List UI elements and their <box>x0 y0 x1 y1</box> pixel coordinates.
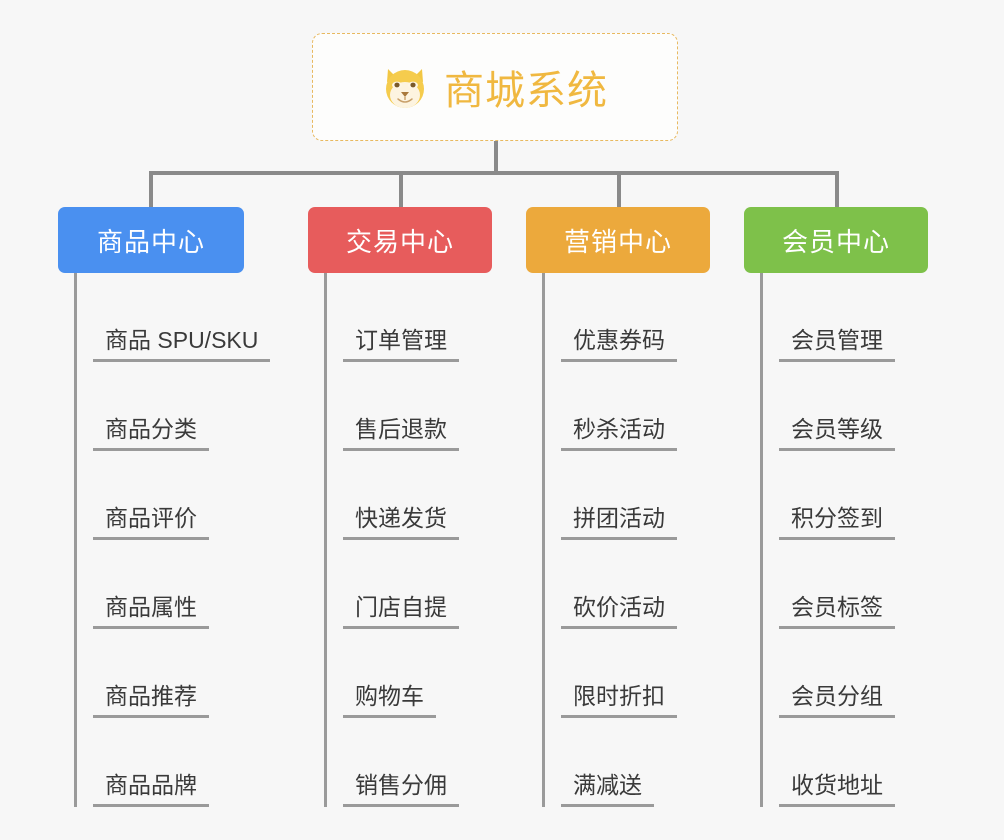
connector-horizontal-bus <box>149 171 839 175</box>
leaf-item[interactable]: 会员管理 <box>779 273 930 362</box>
leaf-item[interactable]: 限时折扣 <box>561 629 712 718</box>
leaf-label: 商品 SPU/SKU <box>93 327 271 362</box>
leaf-label: 订单管理 <box>343 327 459 362</box>
leaf-label: 销售分佣 <box>343 772 459 807</box>
leaf-item[interactable]: 售后退款 <box>343 362 494 451</box>
leaf-label: 售后退款 <box>343 416 459 451</box>
leaf-rail-trade-center: 订单管理 售后退款 快递发货 门店自提 购物车 销售分佣 <box>324 273 494 807</box>
category-header-product-center[interactable]: 商品中心 <box>58 207 244 273</box>
leaf-label: 商品品牌 <box>93 772 209 807</box>
leaf-item[interactable]: 商品 SPU/SKU <box>93 273 271 362</box>
leaf-label: 商品属性 <box>93 594 209 629</box>
leaf-item[interactable]: 购物车 <box>343 629 494 718</box>
leaf-label: 快递发货 <box>343 505 459 540</box>
leaf-label: 会员分组 <box>779 683 895 718</box>
category-header-member-center[interactable]: 会员中心 <box>744 207 928 273</box>
leaf-item[interactable]: 商品评价 <box>93 451 248 540</box>
leaf-item[interactable]: 积分签到 <box>779 451 930 540</box>
leaf-item[interactable]: 会员分组 <box>779 629 930 718</box>
leaf-item[interactable]: 门店自提 <box>343 540 494 629</box>
connector-drop-trade <box>399 171 403 209</box>
leaf-label: 限时折扣 <box>561 683 677 718</box>
leaf-item[interactable]: 商品推荐 <box>93 629 248 718</box>
leaf-label: 商品分类 <box>93 416 209 451</box>
leaf-rail-member-center: 会员管理 会员等级 积分签到 会员标签 会员分组 收货地址 <box>760 273 930 807</box>
leaf-label: 门店自提 <box>343 594 459 629</box>
leaf-rail-marketing-center: 优惠券码 秒杀活动 拼团活动 砍价活动 限时折扣 满减送 <box>542 273 712 807</box>
category-title: 会员中心 <box>781 226 890 257</box>
leaf-label: 购物车 <box>343 683 436 718</box>
category-header-marketing-center[interactable]: 营销中心 <box>526 207 710 273</box>
category-title: 商品中心 <box>96 226 205 257</box>
leaf-label: 拼团活动 <box>561 505 677 540</box>
leaf-item[interactable]: 商品属性 <box>93 540 248 629</box>
leaf-label: 优惠券码 <box>561 327 677 362</box>
connector-root-stub <box>494 141 498 173</box>
connector-drop-member <box>835 171 839 209</box>
leaf-item[interactable]: 商品品牌 <box>93 718 248 807</box>
leaf-item[interactable]: 会员等级 <box>779 362 930 451</box>
root-node[interactable]: 商城系统 <box>312 33 678 141</box>
leaf-label: 商品评价 <box>93 505 209 540</box>
leaf-label: 积分签到 <box>779 505 895 540</box>
leaf-label: 会员标签 <box>779 594 895 629</box>
branch-trade-center: 交易中心 订单管理 售后退款 快递发货 门店自提 购物车 销售分佣 <box>308 207 494 807</box>
root-title: 商城系统 <box>444 69 608 113</box>
dog-face-icon <box>382 63 430 111</box>
leaf-label: 收货地址 <box>779 772 895 807</box>
leaf-label: 秒杀活动 <box>561 416 677 451</box>
leaf-item[interactable]: 销售分佣 <box>343 718 494 807</box>
leaf-item[interactable]: 秒杀活动 <box>561 362 712 451</box>
leaf-label: 砍价活动 <box>561 594 677 629</box>
leaf-item[interactable]: 优惠券码 <box>561 273 712 362</box>
leaf-item[interactable]: 满减送 <box>561 718 712 807</box>
leaf-label: 满减送 <box>561 772 654 807</box>
leaf-item[interactable]: 订单管理 <box>343 273 494 362</box>
branch-marketing-center: 营销中心 优惠券码 秒杀活动 拼团活动 砍价活动 限时折扣 满减送 <box>526 207 712 807</box>
connector-drop-product <box>149 171 153 209</box>
category-title: 营销中心 <box>563 226 672 257</box>
leaf-item[interactable]: 会员标签 <box>779 540 930 629</box>
leaf-item[interactable]: 砍价活动 <box>561 540 712 629</box>
connector-drop-marketing <box>617 171 621 209</box>
leaf-item[interactable]: 商品分类 <box>93 362 248 451</box>
leaf-rail-product-center: 商品 SPU/SKU 商品分类 商品评价 商品属性 商品推荐 商品品牌 <box>74 273 271 807</box>
leaf-label: 会员管理 <box>779 327 895 362</box>
branch-product-center: 商品中心 商品 SPU/SKU 商品分类 商品评价 商品属性 商品推荐 商品品牌 <box>58 207 271 807</box>
category-header-trade-center[interactable]: 交易中心 <box>308 207 492 273</box>
leaf-item[interactable]: 拼团活动 <box>561 451 712 540</box>
leaf-item[interactable]: 快递发货 <box>343 451 494 540</box>
leaf-item[interactable]: 收货地址 <box>779 718 930 807</box>
category-title: 交易中心 <box>345 226 454 257</box>
branch-member-center: 会员中心 会员管理 会员等级 积分签到 会员标签 会员分组 收货地址 <box>744 207 930 807</box>
leaf-label: 会员等级 <box>779 416 895 451</box>
leaf-label: 商品推荐 <box>93 683 209 718</box>
